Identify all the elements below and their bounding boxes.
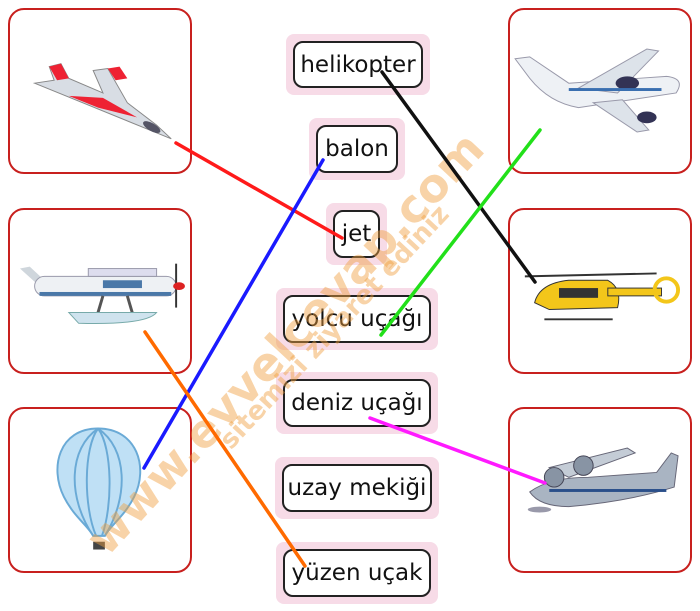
hot-air-balloon-icon	[56, 427, 142, 550]
word-label: deniz uçağı	[283, 379, 431, 427]
card-amphibious-plane[interactable]	[508, 407, 692, 573]
card-helicopter[interactable]	[508, 208, 692, 374]
helicopter-icon	[524, 272, 681, 321]
fighter-jet-icon	[32, 63, 172, 140]
word-label: yüzen uçak	[283, 549, 431, 597]
word-label: helikopter	[293, 41, 423, 88]
passenger-airplane-icon	[514, 48, 680, 133]
word-label: balon	[316, 125, 398, 173]
seaplane-icon	[19, 263, 185, 324]
word-uzay-mekigi[interactable]: uzay mekiği	[275, 457, 439, 519]
amphibious-plane-icon	[527, 447, 679, 513]
word-label: uzay mekiği	[282, 464, 432, 512]
word-balon[interactable]: balon	[309, 118, 405, 180]
card-passenger-airplane[interactable]	[508, 8, 692, 174]
card-seaplane[interactable]	[8, 208, 192, 374]
word-yuzen-ucak[interactable]: yüzen uçak	[276, 542, 438, 604]
word-helikopter[interactable]: helikopter	[286, 34, 430, 95]
card-fighter-jet[interactable]	[8, 8, 192, 174]
